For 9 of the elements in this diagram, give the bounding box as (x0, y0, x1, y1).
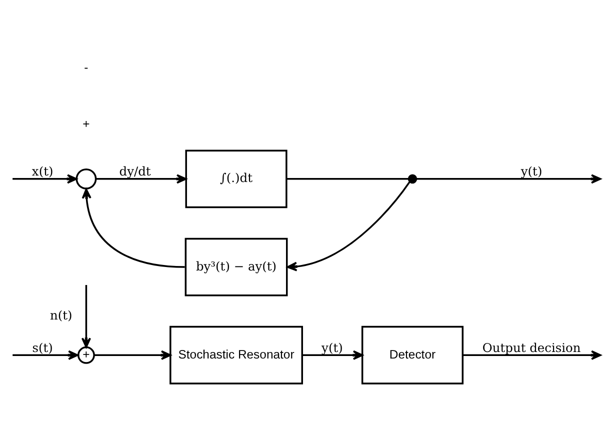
label: + (82, 117, 90, 132)
edge-label: Output decision (482, 340, 581, 355)
edge-label: n(t) (50, 308, 72, 323)
edge-label: x(t) (32, 164, 54, 179)
edge-label: y(t) (322, 340, 343, 355)
edge-label: dy/dt (119, 164, 151, 179)
edge-label: y(t) (520, 164, 542, 179)
edge-label: s(t) (32, 340, 53, 355)
label: - (84, 60, 88, 74)
